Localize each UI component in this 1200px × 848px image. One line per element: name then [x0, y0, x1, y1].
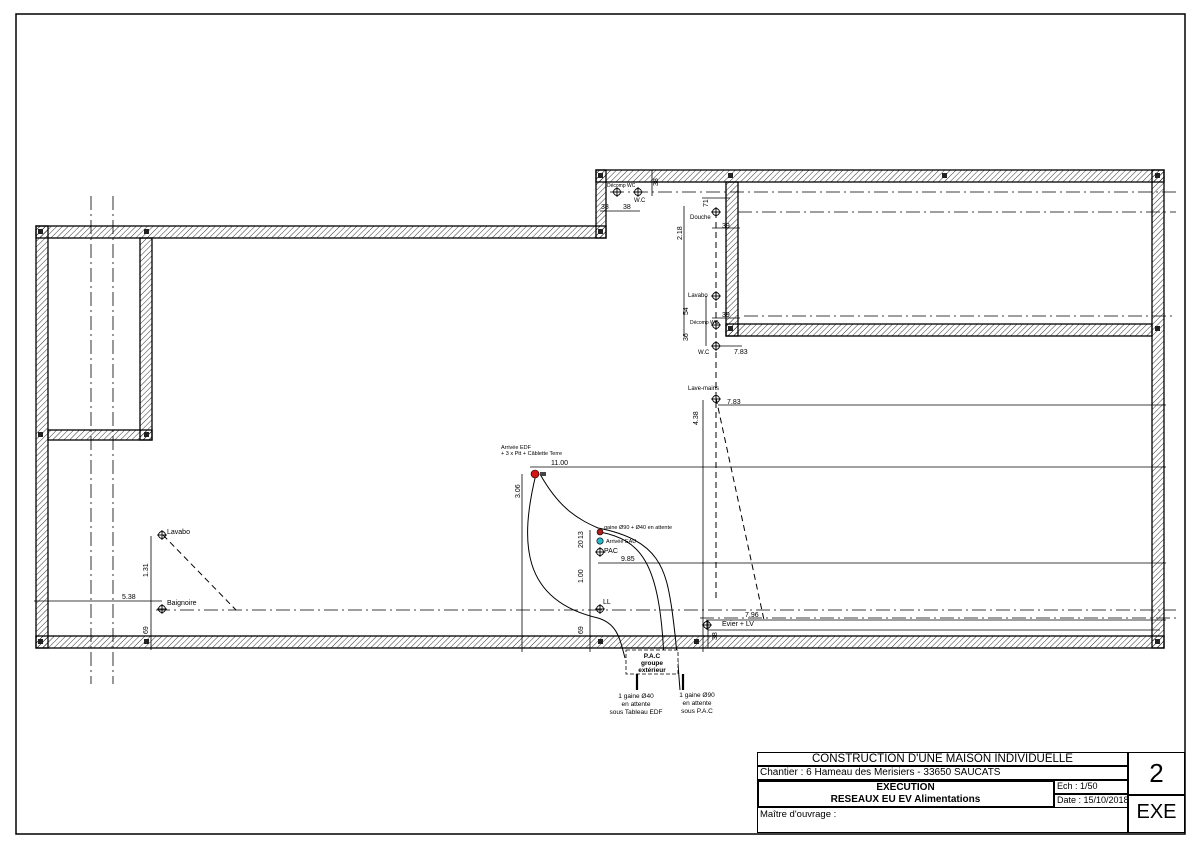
dim-306: 3.06	[515, 484, 522, 498]
label-pac-box-3: extérieur	[638, 667, 666, 674]
fixture-evier-icon	[702, 620, 712, 630]
label-gaine: gaine Ø90 + Ø40 en attente	[604, 525, 672, 531]
label-gaine40-3: sous Tableau EDF	[610, 709, 663, 716]
label-arrivee-edf-2: + 3 x Ptt + Câblette Terre	[501, 451, 562, 457]
fixture-wc-top-icon	[633, 187, 643, 197]
dimension-lines	[34, 170, 1166, 652]
cut-lines	[90, 191, 1176, 684]
label-lave-mains: Lave-mains	[688, 386, 719, 392]
dim-20: 20	[578, 540, 585, 548]
water-supply-point	[596, 537, 604, 545]
scale: Ech : 1/50	[1057, 781, 1098, 791]
wall-posts	[38, 173, 1160, 644]
dim-39-b: 39	[722, 312, 730, 319]
label-gaine40-2: en attente	[622, 701, 651, 708]
pac-outdoor-unit	[625, 649, 679, 675]
dim-438: 4.38	[693, 411, 700, 425]
walls	[35, 169, 1165, 649]
wall-left-room-inner	[139, 237, 153, 441]
fixture-lave-mains-icon	[711, 394, 721, 404]
phase: EXECUTION	[876, 782, 935, 793]
dim-100: 1.00	[578, 569, 585, 583]
label-wc-top: W.C	[634, 198, 646, 204]
dim-71: 71	[703, 199, 710, 207]
dim-69-b: 69	[578, 626, 585, 634]
edf-supply-marker	[540, 472, 546, 476]
sheet-code-cell	[1128, 795, 1185, 833]
dim-69-a: 69	[143, 626, 150, 634]
label-gaine90-3: sous P.A.C	[681, 708, 713, 715]
label-evier: Evier + LV	[722, 621, 754, 628]
fixture-baignoire-icon	[157, 604, 167, 614]
dim-796: 7.96	[745, 612, 759, 619]
sheet-code: EXE	[1136, 801, 1177, 823]
fixture-douche-icon	[711, 207, 721, 217]
label-arrivee-edf-1: Arrivée EDF	[501, 445, 532, 451]
label-baignoire: Baignoire	[167, 600, 197, 607]
sheet-number: 2	[1149, 758, 1164, 788]
label-ll: LL	[603, 599, 611, 606]
sheet-number-cell	[1128, 752, 1185, 795]
phase-cell	[757, 780, 1054, 808]
dim-38-c: 38	[712, 632, 719, 640]
dim-985: 9.85	[621, 556, 635, 563]
drain-lines	[162, 212, 765, 621]
dim-783-b: 7.83	[727, 399, 741, 406]
label-gaine40-1: 1 gaine Ø40	[618, 693, 654, 700]
label-pac-box-1: P.A.C	[644, 653, 661, 660]
site-address: Chantier : 6 Hameau des Merisiers - 3365…	[760, 767, 1001, 778]
date: Date : 15/10/2018	[1057, 795, 1129, 805]
label-lavabo-right: Lavabo	[688, 293, 708, 299]
subject: RESEAUX EU EV Alimentations	[830, 794, 981, 805]
label-wc-mid: W.C	[698, 350, 710, 356]
wall-right-room-bottom	[725, 323, 1153, 337]
dim-13: 13	[578, 531, 585, 539]
label-decomp-wc-top: Décomp WC	[607, 183, 636, 189]
label-douche: Douche	[690, 215, 711, 221]
scale-cell	[1054, 780, 1128, 794]
wall-left-room-bottom	[47, 429, 153, 441]
dim-38-b: 38	[623, 204, 631, 211]
dim-39-a: 39	[722, 223, 730, 230]
label-arrivee-eau: Arrivée EAU	[606, 539, 636, 545]
label-lavabo-left: Lavabo	[167, 529, 190, 536]
outlet-pipes	[635, 674, 685, 690]
dim-218: 2.18	[677, 226, 684, 240]
dim-36: 36	[683, 333, 690, 341]
fixture-wc-mid-icon	[711, 341, 721, 351]
fixture-lavabo-left-icon	[157, 530, 167, 540]
sheet-border	[15, 13, 1186, 835]
dim-131: 1.31	[143, 563, 150, 577]
site-cell	[757, 766, 1128, 780]
dim-38-a: 38	[601, 204, 609, 211]
date-cell	[1054, 794, 1128, 808]
supply-curves	[527, 473, 681, 691]
wall-right-top	[595, 169, 1165, 183]
project-title: CONSTRUCTION D'UNE MAISON INDIVIDUELLE	[812, 753, 1073, 765]
owner-label: Maître d'ouvrage :	[760, 809, 837, 820]
dim-54: 54	[683, 307, 690, 315]
label-pac-box-2: groupe	[641, 660, 663, 667]
label-pac: PAC	[604, 548, 618, 555]
dim-538: 5.38	[122, 594, 136, 601]
fixture-ll-icon	[595, 604, 605, 614]
dim-783-a: 7.83	[734, 349, 748, 356]
label-gaine90-2: en attente	[683, 700, 712, 707]
fixture-pac-icon	[595, 547, 605, 557]
label-decomp-wc-mid: Décomp WC	[690, 320, 719, 326]
gaine-point	[596, 528, 604, 536]
dim-38-top: 38	[653, 178, 660, 186]
edf-supply-point	[530, 469, 540, 479]
wall-left-top	[35, 225, 607, 239]
fixture-lavabo-right-icon	[711, 291, 721, 301]
fixture-symbols	[157, 187, 721, 630]
wall-right-outer	[1151, 169, 1165, 649]
label-gaine90-1: 1 gaine Ø90	[679, 692, 715, 699]
fixture-decomp-wc-top-icon	[612, 187, 622, 197]
dim-1100: 11.00	[551, 460, 568, 467]
fixture-decomp-wc-mid-icon	[711, 320, 721, 330]
